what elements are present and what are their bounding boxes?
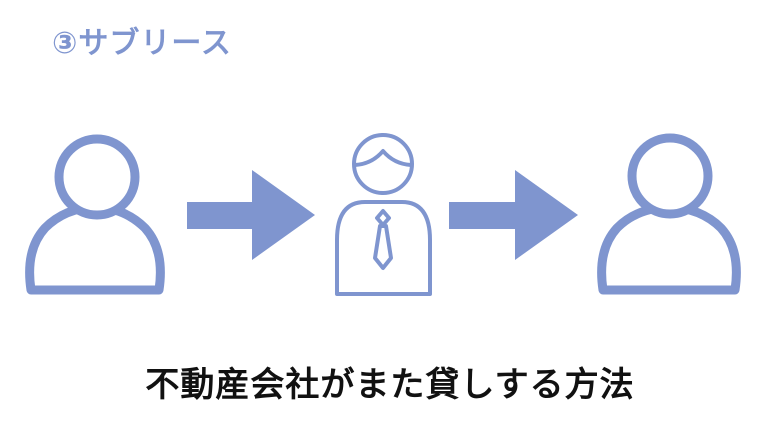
arrow-right-icon	[449, 170, 578, 260]
diagram-caption: 不動産会社がまた貸しする方法	[145, 365, 635, 405]
arrow-right-icon	[187, 170, 315, 260]
person-icon	[25, 134, 165, 295]
person-icon	[597, 133, 741, 295]
businessman-icon	[335, 133, 432, 296]
section-heading: ③サブリース	[52, 26, 232, 61]
